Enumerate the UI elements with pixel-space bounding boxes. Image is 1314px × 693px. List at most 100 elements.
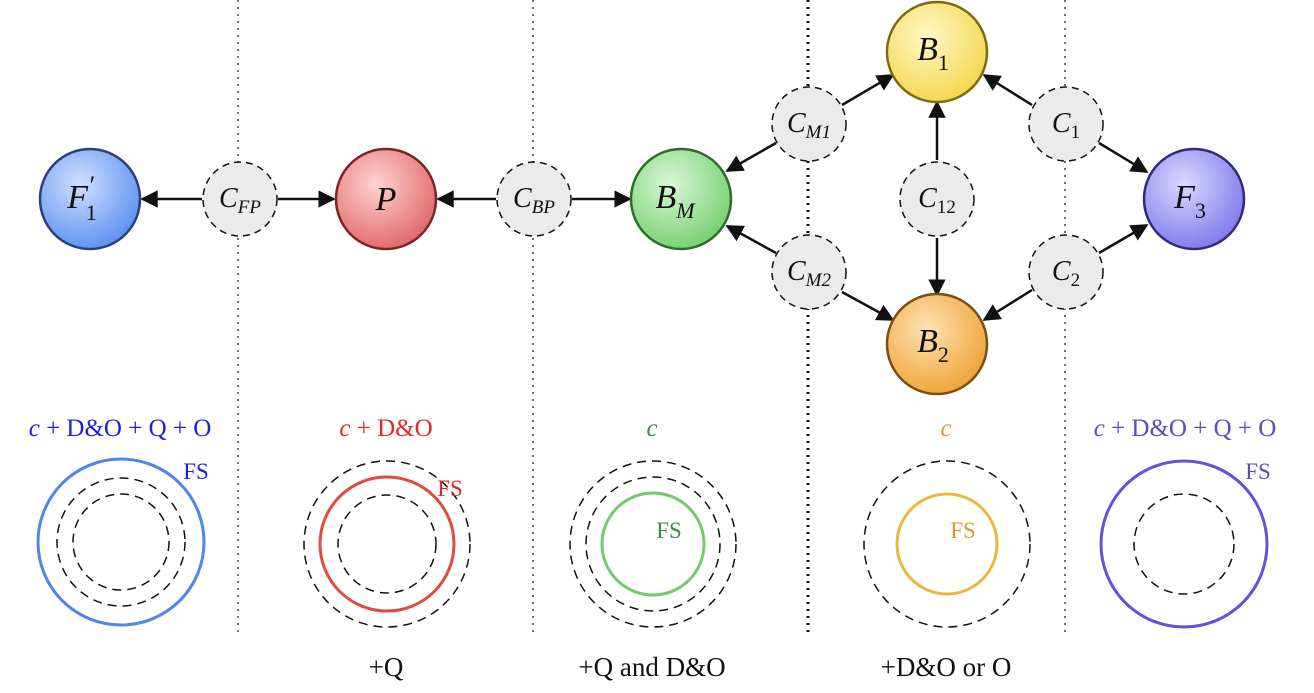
panel-1-title: c + D&O + Q + O: [29, 415, 212, 442]
connector-circle: [496, 161, 572, 237]
node-base: B: [917, 31, 938, 68]
svg-text:C1: C1: [1052, 108, 1080, 143]
panel-3-title: c: [646, 415, 657, 442]
connector-sub: 12: [937, 197, 956, 218]
node-base: B: [655, 179, 676, 216]
node-circle: [885, 0, 989, 104]
svg-text:BM: BM: [655, 179, 696, 223]
panel-3-circles: FS: [569, 460, 737, 628]
panel-3-fs-ring: [600, 491, 706, 597]
edge-cm1-b1: [841, 73, 895, 107]
svg-text:P: P: [375, 181, 397, 218]
panel-1-circles: FS: [36, 457, 209, 627]
svg-text:CFP: CFP: [219, 183, 261, 218]
node-circle: [38, 147, 142, 251]
node-base: B: [917, 323, 938, 360]
edge-cm2-b2: [841, 290, 895, 322]
panel-1-dashed-outer: [56, 477, 186, 607]
panel-5-title: c + D&O + Q + O: [1094, 415, 1277, 442]
connector-base: C: [787, 108, 806, 139]
panel-5-dashed-inner: [1133, 493, 1235, 595]
panel-2-title: c + D&O: [339, 415, 432, 442]
node-base: P: [375, 181, 397, 218]
panel-5-fs-ring: [1099, 459, 1269, 629]
node-base: F: [66, 179, 89, 216]
panel-4-fs-ring: [895, 492, 999, 596]
svg-text:C2: C2: [1052, 256, 1080, 291]
edge-c1-f3: [1098, 141, 1149, 174]
edge-c1-b1: [982, 73, 1033, 107]
connector-base: C: [1052, 108, 1071, 139]
connector-sub: FP: [237, 197, 262, 218]
node-circle: [885, 292, 989, 396]
node-sub: 2: [938, 342, 949, 367]
edge-c2-b2: [982, 288, 1033, 322]
panel-2-dashed-inner: [337, 494, 437, 594]
svg-text:CBP: CBP: [513, 183, 555, 218]
connector-cbp: CBP: [496, 161, 572, 237]
node-sub: 1: [938, 50, 949, 75]
connector-base: C: [1052, 256, 1071, 287]
connector-cm2: CM2: [771, 234, 847, 310]
panel-2-dashed-outer: [303, 460, 471, 628]
svg-text:C12: C12: [918, 183, 956, 218]
svg-text:F′1: F′1: [66, 171, 96, 225]
connector-sub: M1: [805, 122, 831, 143]
connector-cm1: CM1: [771, 86, 847, 162]
bottom-label-do-or-o: +D&O or O: [881, 652, 1012, 682]
edge-cm1-bm: [725, 141, 777, 173]
node-b1: B1: [885, 0, 989, 104]
connector-c12: C12: [899, 161, 975, 237]
node-sub: 3: [1195, 198, 1206, 223]
panel-2-fs-ring: [318, 475, 456, 613]
node-bm: BM: [629, 147, 733, 251]
connector-circle: [1028, 234, 1104, 310]
connector-base: C: [918, 183, 937, 214]
panel-1-fs-ring: [36, 457, 206, 627]
panel-3-fs-label: FS: [656, 518, 682, 543]
bottom-label-q-and-do: +Q and D&O: [578, 652, 725, 682]
connector-base: C: [219, 183, 238, 214]
panel-5-circles: FS: [1099, 459, 1271, 629]
svg-text:CM2: CM2: [787, 256, 832, 291]
node-p: P: [334, 147, 438, 251]
connector-circle: [771, 234, 847, 310]
connector-sub: BP: [532, 197, 556, 218]
panel-1-fs-label: FS: [183, 459, 209, 484]
connector-sub: 2: [1071, 270, 1081, 291]
node-sub: M: [675, 198, 696, 223]
connector-circle: [202, 161, 278, 237]
connector-sub: 1: [1071, 122, 1081, 143]
edge-cm2-bm: [725, 224, 777, 255]
connector-c1: C1: [1028, 86, 1104, 162]
connector-circle: [1028, 86, 1104, 162]
node-circle: [334, 147, 438, 251]
panel-titles: c + D&O + Q + O c + D&O c c c + D&O + Q …: [29, 415, 1277, 442]
connector-circle: [899, 161, 975, 237]
panel-1-dashed-inner: [72, 493, 170, 591]
node-f1-prime: F′1: [38, 147, 142, 251]
panel-4-fs-label: FS: [950, 518, 976, 543]
node-base: F: [1173, 179, 1196, 216]
connector-sub: M2: [805, 270, 832, 291]
svg-text:CM1: CM1: [787, 108, 831, 143]
connector-cfp: CFP: [202, 161, 278, 237]
edge-c2-f3: [1098, 223, 1149, 255]
connector-base: C: [513, 183, 532, 214]
node-circle: [629, 147, 733, 251]
panel-4-dashed-outer: [863, 460, 1031, 628]
node-b2: B2: [885, 292, 989, 396]
edges: [140, 73, 1149, 322]
node-sub: 1: [86, 200, 97, 225]
node-circle: [1142, 147, 1246, 251]
panel-3-dashed-inner: [585, 476, 721, 612]
panel-2-fs-label: FS: [437, 476, 463, 501]
node-f3: F3: [1142, 147, 1246, 251]
svg-text:F3: F3: [1173, 179, 1206, 223]
panel-3-dashed-outer: [569, 460, 737, 628]
node-prime: ′: [88, 171, 94, 200]
panel-4-title: c: [940, 415, 951, 442]
panel-5-fs-label: FS: [1245, 459, 1271, 484]
connector-circle: [771, 86, 847, 162]
